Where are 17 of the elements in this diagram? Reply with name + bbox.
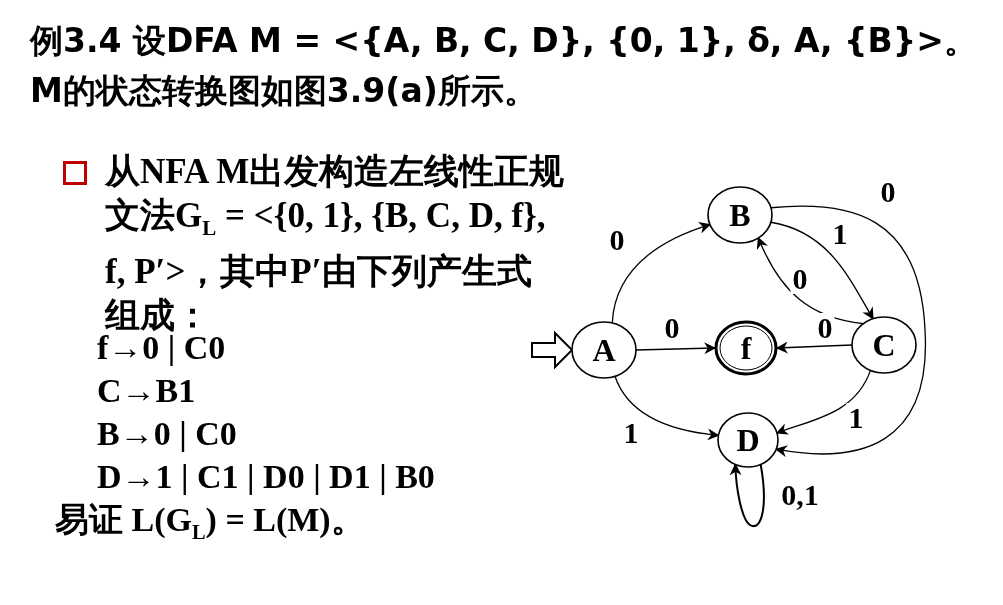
arrow <box>757 236 865 325</box>
arrow <box>770 205 926 457</box>
state-circle: D <box>716 411 780 469</box>
production-rule: B→0 | C0 <box>97 414 237 454</box>
arrow <box>611 222 712 324</box>
accepting-state-circle: f <box>713 319 779 377</box>
state-circle: B <box>706 185 774 245</box>
conclusion-text: 易证 L(G$_{L}$) = L(M)。 <box>55 500 365 545</box>
title: 例3.4 设DFA M = <{A, B, C, D}, {0, 1}, δ, A, {B}>。M的状态转换图如图3.9(a)所示。 <box>30 20 978 112</box>
self-loop-arrow <box>729 463 765 528</box>
start-arrow <box>531 330 574 370</box>
state-circle: C <box>850 315 918 375</box>
arrow <box>770 221 874 320</box>
production-rule: D→1 | C1 | D0 | D1 | B0 <box>97 457 435 497</box>
arrow <box>775 341 853 354</box>
production-rule: C→B1 <box>97 371 196 411</box>
state-circle: A <box>570 320 638 380</box>
